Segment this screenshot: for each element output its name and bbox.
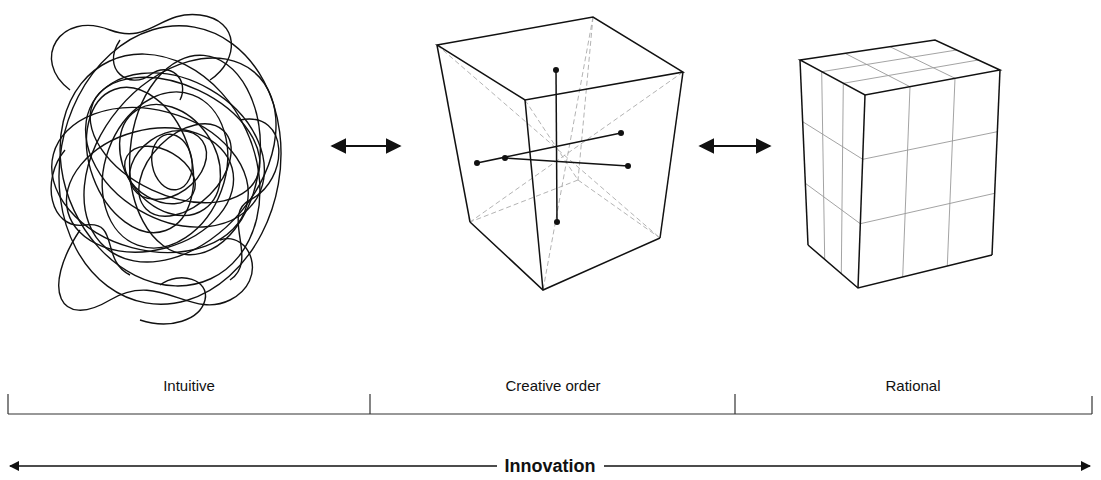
scale-label: Creative order [505, 377, 600, 395]
axis-cube [437, 17, 683, 290]
double-arrow [700, 145, 770, 147]
grid-cube [800, 40, 1000, 288]
scale-label: Rational [885, 377, 940, 395]
scale-label: Intuitive [163, 377, 215, 395]
scribble [23, 8, 315, 324]
scale-bracket [8, 394, 1092, 414]
double-arrow [332, 145, 400, 147]
axis-title: Innovation [497, 455, 604, 477]
